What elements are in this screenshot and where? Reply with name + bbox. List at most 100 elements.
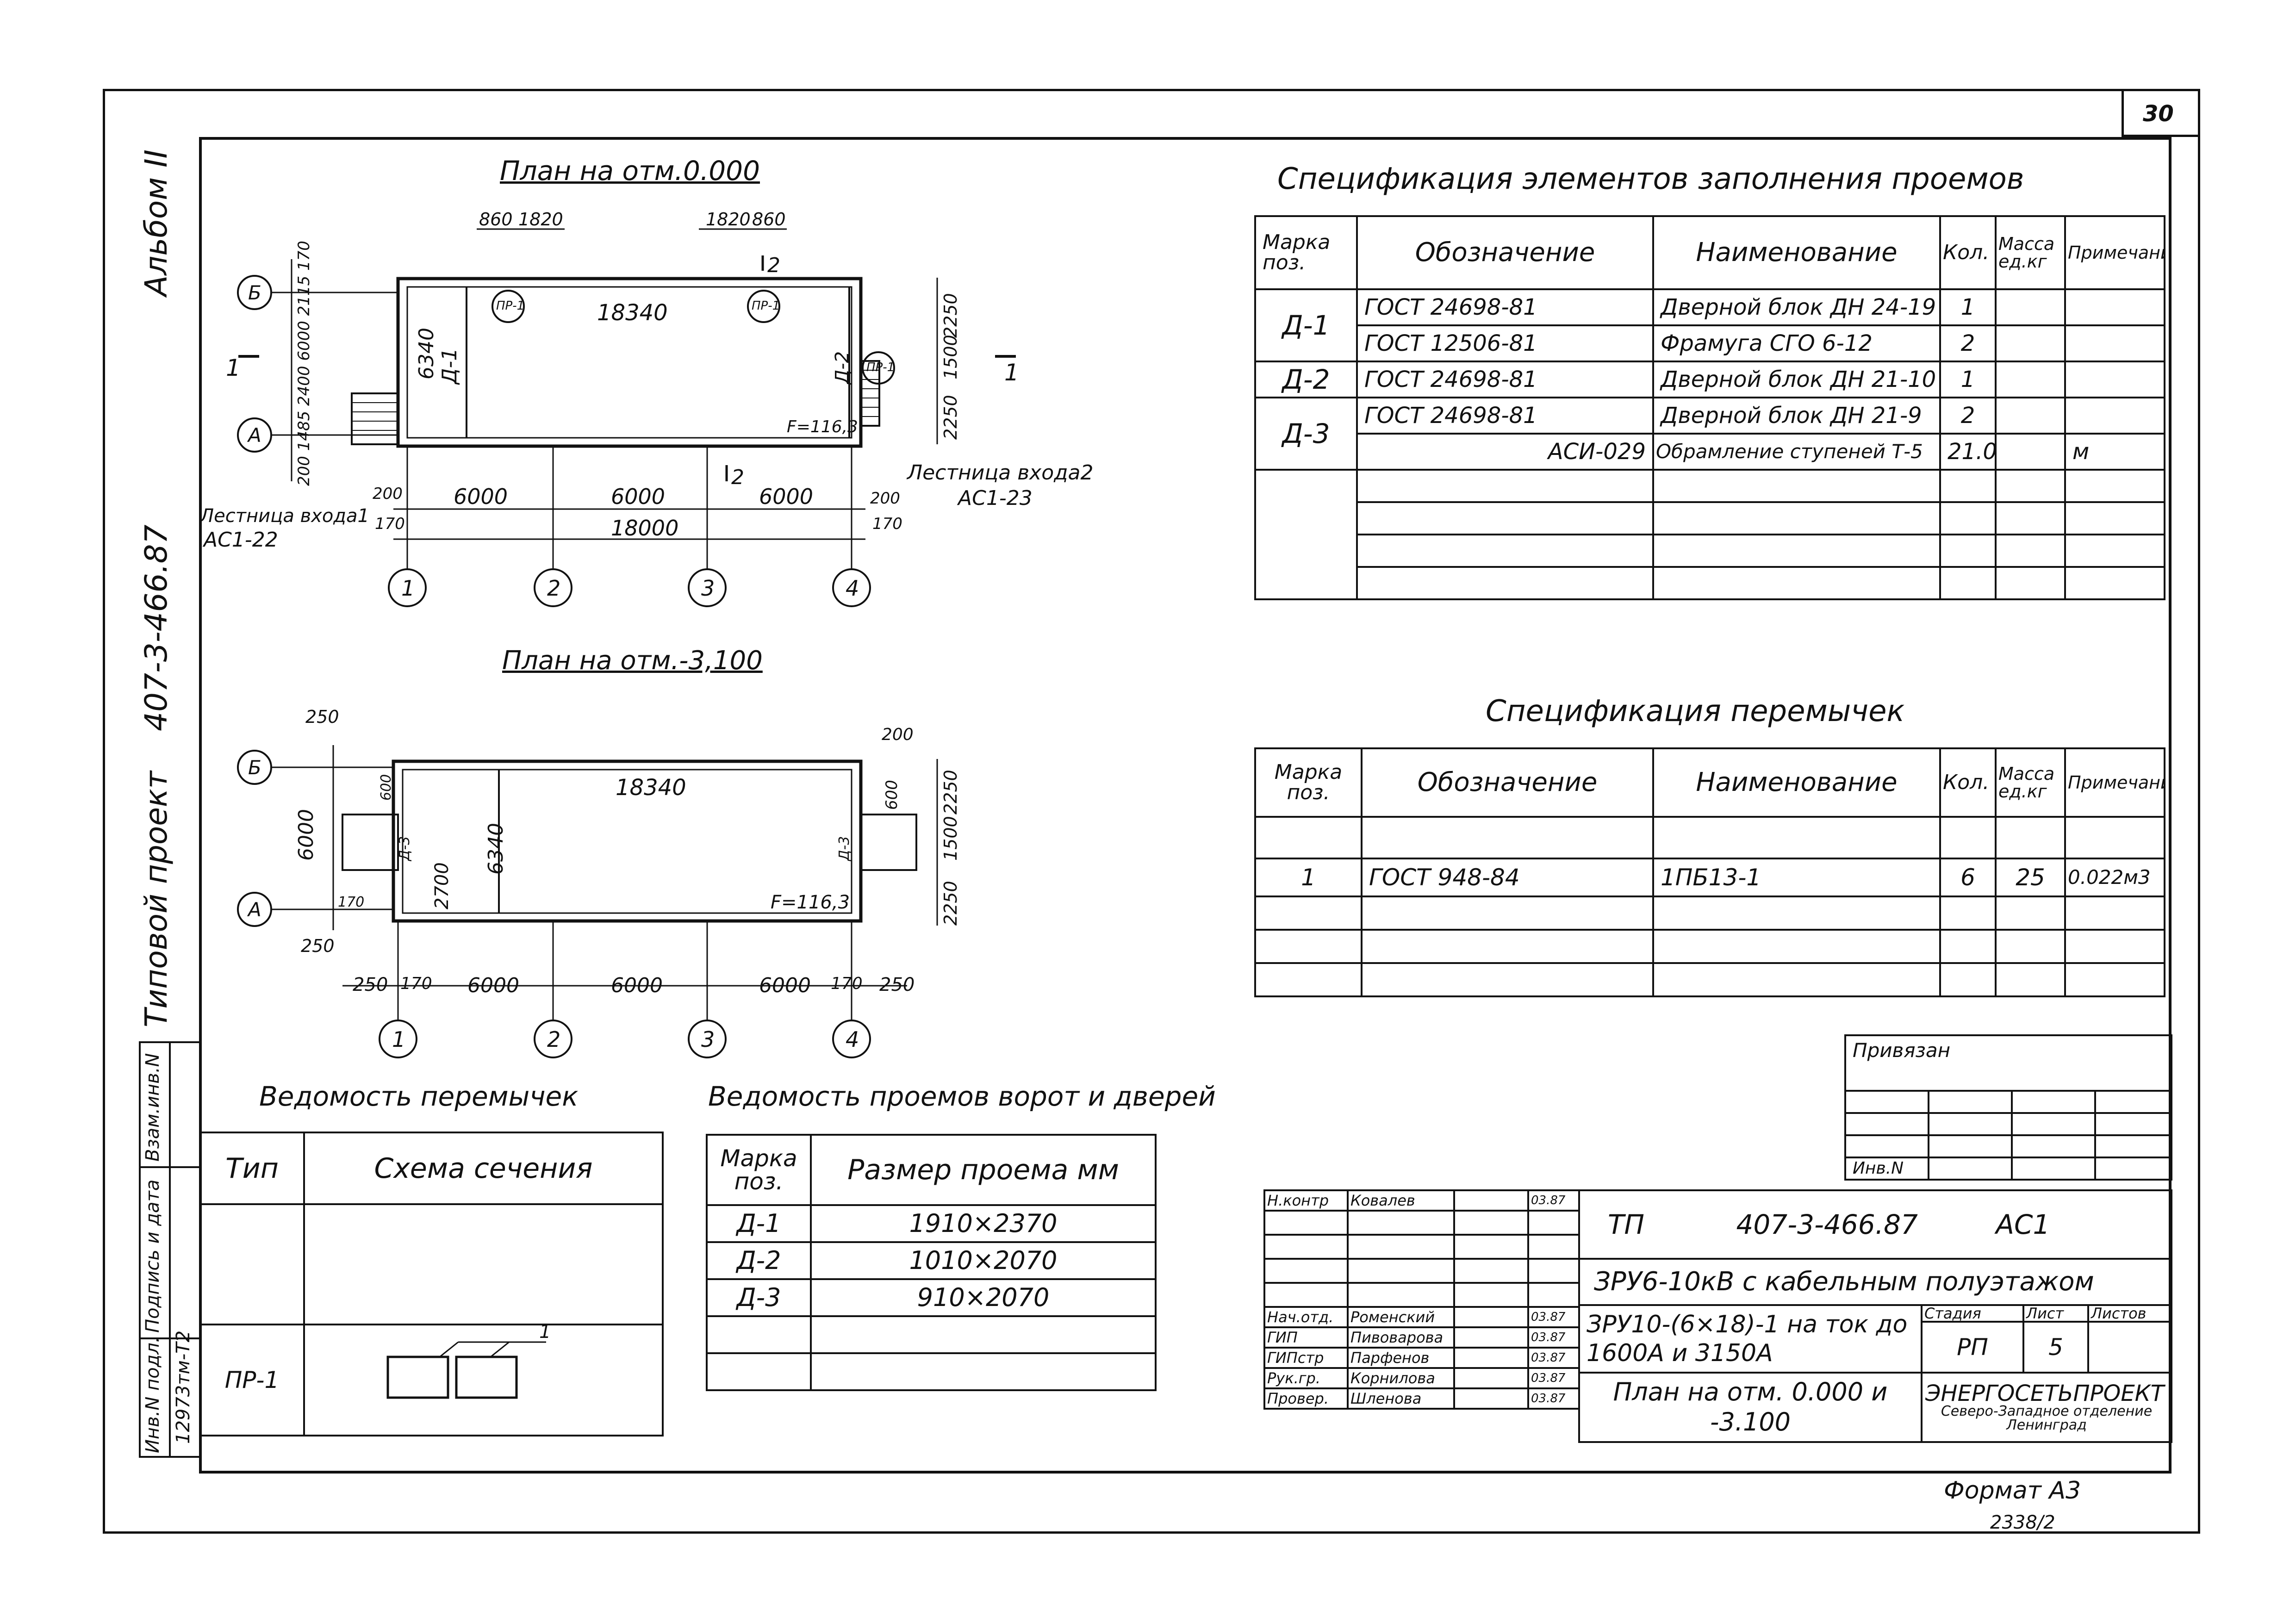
p1-dim-2250a: 2250	[940, 293, 961, 338]
binding-box: Привязан Инв.N	[1844, 1034, 2173, 1181]
sl-r1-note: 0.022м3	[2064, 858, 2165, 897]
p1-dim-1820a: 1820	[518, 209, 563, 230]
p2-axis-4: 4	[846, 1027, 859, 1052]
tb-sheets-label: Листов	[2087, 1304, 2173, 1323]
ll-h-type: Тип	[199, 1132, 305, 1205]
p1-dim-18000: 18000	[611, 516, 679, 541]
sl-h-qty: Кол.	[1939, 747, 1997, 818]
so-r2-designation: ГОСТ 12506-81	[1356, 324, 1654, 362]
p1-axis-3: 3	[701, 576, 715, 601]
p1-dim-200b: 200	[870, 489, 900, 508]
sl-r1-mark: 1	[1254, 858, 1363, 897]
tb-name-1: Роменский	[1347, 1306, 1455, 1328]
so-r4-name: Дверной блок ДН 21-9	[1652, 397, 1941, 435]
so-r2-name: Фрамуга СГО 6-12	[1652, 324, 1941, 362]
p2-dim-200: 200	[882, 725, 914, 744]
tb-code: 407-3-466.87	[1736, 1209, 1918, 1240]
tb-project-name: ЗРУ6-10кВ с кабельным полуэтажом	[1578, 1258, 2173, 1306]
sheet-number: 30	[2143, 101, 2174, 127]
tb-sheet: 5	[2022, 1321, 2089, 1374]
sl-r1-mass: 25	[1995, 858, 2066, 897]
so-r3-name: Дверной блок ДН 21-10	[1652, 361, 1941, 398]
tb-org-sub: Северо-Западное отделение Ленинград	[1941, 1403, 2153, 1433]
lintel-list-title: Ведомость перемычек	[259, 1081, 579, 1112]
p2-dim-250a: 250	[305, 707, 339, 727]
so-r4-mark: Д-3	[1254, 397, 1358, 471]
so-r1-mark: Д-1	[1254, 288, 1358, 362]
ol-r3-mark: Д-3	[706, 1278, 812, 1317]
sl-h-note: Примечание	[2064, 747, 2165, 818]
sl-r1-qty: 6	[1939, 858, 1997, 897]
p2-dim-2700: 2700	[431, 862, 453, 909]
binding-inv: Инв.N	[1844, 1157, 1929, 1181]
tb-role-3: ГИПстр	[1263, 1347, 1349, 1369]
so-r4-qty: 2	[1939, 397, 1997, 435]
p1-pr1c: ПР-1	[866, 361, 895, 374]
so-r5-note: м	[2064, 433, 2165, 471]
so-h-note: Примечание	[2064, 215, 2165, 290]
tb-sign-2	[1453, 1326, 1529, 1349]
stair1-label: Лестница входа1	[200, 505, 369, 527]
tb-date-2: 03.87	[1527, 1326, 1580, 1349]
tb-date-1: 03.87	[1527, 1306, 1580, 1328]
ol-h-size: Размер проема мм	[810, 1134, 1157, 1206]
p2-dim-250d: 250	[879, 974, 915, 995]
p2-door-d3b: Д-3	[836, 836, 852, 861]
tb-sheet-name: План на отм. 0.000 и -3.100	[1578, 1372, 1923, 1443]
tb-object-name: ЗРУ10-(6×18)-1 на ток до 1600А и 3150А	[1578, 1304, 1923, 1374]
so-r5-name: Обрамление ступеней Т-5	[1652, 433, 1941, 471]
so-r1-designation: ГОСТ 24698-81	[1356, 288, 1654, 326]
p2-dim-6000c: 6000	[759, 974, 811, 997]
so-r1-name: Дверной блок ДН 24-19	[1652, 288, 1941, 326]
tb-date-5: 03.87	[1527, 1387, 1580, 1410]
p2-dim-170b: 170	[831, 974, 863, 993]
sl-r1-name: 1ПБ13-1	[1652, 858, 1941, 897]
p2-dim-600a: 600	[883, 780, 901, 810]
sl-h-mass: Масса ед.кг	[1995, 747, 2066, 818]
tb-sign-3	[1453, 1347, 1529, 1369]
title-block-left: Н.контр Ковалев 03.87 Нач.отд. Роменский…	[1263, 1189, 1580, 1410]
p2-axis-b: Б	[248, 756, 261, 779]
p1-dim-18340: 18340	[597, 300, 668, 326]
p2-dim-2250a: 2250	[940, 770, 961, 815]
outer-frame	[103, 89, 2200, 1534]
tb-date-0: 03.87	[1527, 1189, 1580, 1212]
tb-sheet-code: АС1	[1996, 1209, 2050, 1240]
title-block-right: ТП 407-3-466.87 АС1 ЗРУ6-10кВ с кабельны…	[1578, 1189, 2173, 1443]
tb-name-4: Корнилова	[1347, 1367, 1455, 1389]
sl-r1-designation: ГОСТ 948-84	[1361, 858, 1654, 897]
p1-dim-1500: 1500	[940, 335, 961, 379]
p2-dim-6000b: 6000	[611, 974, 663, 997]
plan2-title: План на отм.-3,100	[502, 646, 763, 676]
p1-axis-1: 1	[401, 576, 415, 601]
so-r3-note	[2064, 361, 2165, 398]
plan1-title: План на отм.0.000	[500, 155, 760, 187]
p1-section-1-right: 1	[1004, 359, 1019, 386]
p2-dim-6000a: 6000	[467, 974, 519, 997]
tb-role-0: Н.контр	[1263, 1189, 1349, 1212]
so-h-designation: Обозначение	[1356, 215, 1654, 290]
tb-role-1: Нач.отд.	[1263, 1306, 1349, 1328]
so-r4-note	[2064, 397, 2165, 435]
p1-section-2-bottom: 2	[731, 466, 744, 489]
so-r1-note	[2064, 288, 2165, 326]
tb-role-4: Рук.гр.	[1263, 1367, 1349, 1389]
p2-dim-2250b: 2250	[940, 881, 961, 926]
p2-dim-250b: 250	[301, 936, 335, 956]
so-h-mark: Марка поз.	[1254, 215, 1358, 290]
p1-axis-a: А	[248, 424, 261, 447]
p2-area: F=116,3	[771, 892, 850, 913]
p1-section-2-top: 2	[767, 254, 780, 277]
so-r5-mass	[1995, 433, 2066, 471]
binding-title: Привязан	[1844, 1034, 2173, 1092]
tb-org-cell: ЭНЕРГОСЕТЬПРОЕКТ Северо-Западное отделен…	[1920, 1372, 2173, 1443]
p1-door-d2: Д-2	[832, 351, 853, 384]
tb-stage: РП	[1921, 1321, 2024, 1374]
p1-dim-170b: 170	[872, 515, 902, 533]
p1-dim-2250b: 2250	[940, 395, 961, 440]
so-r5-qty: 21.0	[1939, 433, 1997, 471]
tb-tp: ТП	[1608, 1209, 1645, 1240]
side-stamp-line1	[139, 1166, 201, 1168]
p1-pr1a: ПР-1	[496, 299, 525, 313]
